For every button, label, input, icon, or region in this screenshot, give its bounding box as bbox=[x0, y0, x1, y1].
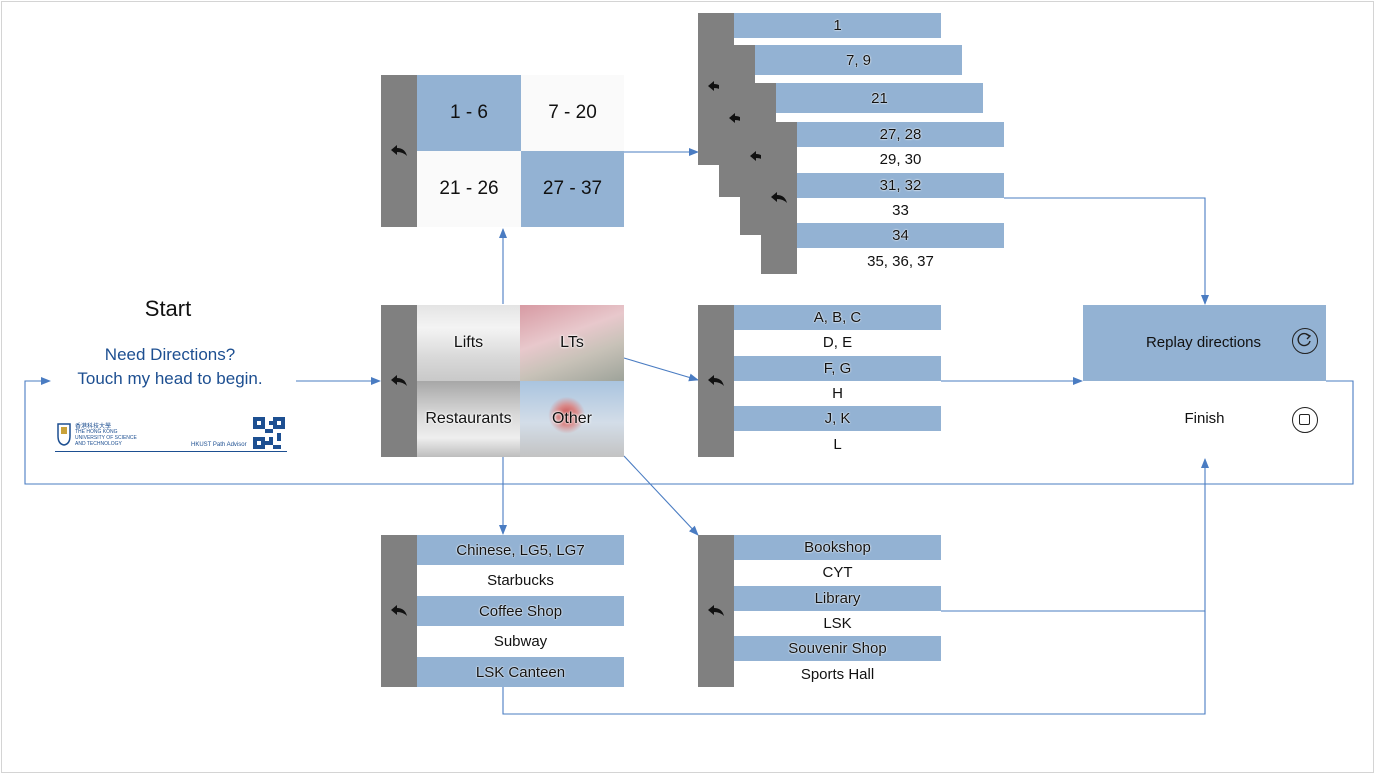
other-option[interactable]: Sports Hall bbox=[800, 666, 875, 683]
restaurant-option[interactable]: Chinese, LG5, LG7 bbox=[417, 535, 624, 565]
back-button[interactable] bbox=[381, 305, 417, 457]
finish-label: Finish bbox=[1184, 410, 1225, 427]
lift-option[interactable]: 1 bbox=[734, 13, 941, 38]
lt-option[interactable]: F, G bbox=[734, 356, 941, 381]
lift-range-7-20[interactable]: 7 - 20 bbox=[521, 75, 624, 151]
lift-option[interactable]: 34 bbox=[797, 223, 1004, 248]
menu-item-other[interactable]: Other bbox=[520, 381, 624, 457]
lt-option[interactable]: H bbox=[832, 385, 843, 402]
lift-range-1-6[interactable]: 1 - 6 bbox=[417, 75, 521, 151]
replay-icon bbox=[1292, 328, 1318, 354]
lift-range-27-37[interactable]: 27 - 37 bbox=[521, 151, 624, 227]
lift-card-2: 7, 9 bbox=[719, 45, 962, 197]
logo-name-line3: AND TECHNOLOGY bbox=[75, 441, 122, 447]
menu-item-lifts-label: Lifts bbox=[453, 334, 484, 351]
finish-button[interactable]: Finish bbox=[1083, 381, 1326, 457]
university-logo-strip: 香港科技大學 THE HONG KONG UNIVERSITY OF SCIEN… bbox=[55, 416, 287, 452]
back-arrow-icon bbox=[771, 192, 787, 203]
lift-option[interactable]: 33 bbox=[892, 202, 909, 219]
back-button[interactable] bbox=[761, 122, 797, 274]
lift-card-4: 27, 28 29, 30 31, 32 33 34 35, 36, 37 bbox=[761, 122, 1004, 274]
back-arrow-icon bbox=[391, 145, 407, 156]
other-option[interactable]: Bookshop bbox=[734, 535, 941, 560]
lift-option[interactable]: 7, 9 bbox=[755, 45, 962, 75]
back-button[interactable] bbox=[381, 75, 417, 227]
other-menu-panel: Bookshop CYT Library LSK Souvenir Shop S… bbox=[698, 535, 941, 687]
other-option[interactable]: Souvenir Shop bbox=[734, 636, 941, 661]
lift-option[interactable]: 31, 32 bbox=[797, 173, 1004, 198]
lt-option[interactable]: D, E bbox=[822, 334, 853, 351]
lts-menu-panel: A, B, C D, E F, G H J, K L bbox=[698, 305, 941, 457]
menu-item-other-label: Other bbox=[551, 410, 592, 427]
replay-directions-label: Replay directions bbox=[1145, 334, 1262, 351]
menu-item-restaurants-label: Restaurants bbox=[425, 410, 512, 427]
other-option[interactable]: Library bbox=[734, 586, 941, 611]
lift-option[interactable]: 29, 30 bbox=[879, 151, 922, 168]
back-arrow-icon bbox=[391, 605, 407, 616]
menu-item-lifts[interactable]: Lifts bbox=[417, 305, 520, 381]
other-option[interactable]: LSK bbox=[823, 615, 852, 632]
restaurant-option[interactable]: LSK Canteen bbox=[417, 657, 624, 687]
logo-name-line1: THE HONG KONG bbox=[75, 429, 118, 435]
lt-option[interactable]: L bbox=[833, 436, 842, 453]
back-arrow-icon bbox=[708, 605, 724, 616]
back-button[interactable] bbox=[698, 535, 734, 687]
back-button[interactable] bbox=[381, 535, 417, 687]
other-option[interactable]: CYT bbox=[822, 564, 853, 581]
lift-option[interactable]: 27, 28 bbox=[797, 122, 1004, 147]
menu-item-lts[interactable]: LTs bbox=[520, 305, 624, 381]
lift-option[interactable]: 21 bbox=[776, 83, 983, 113]
lift-range-21-26[interactable]: 21 - 26 bbox=[417, 151, 521, 227]
logo-product-name: HKUST Path Advisor bbox=[191, 442, 247, 448]
qr-code-icon bbox=[253, 417, 285, 449]
lift-option[interactable]: 35, 36, 37 bbox=[867, 253, 934, 270]
back-arrow-icon bbox=[391, 375, 407, 386]
back-arrow-icon bbox=[708, 375, 724, 386]
start-prompt-line1: Need Directions? bbox=[104, 345, 236, 364]
logo-underline bbox=[55, 451, 287, 452]
replay-directions-button[interactable]: Replay directions bbox=[1083, 305, 1326, 381]
lt-option[interactable]: A, B, C bbox=[734, 305, 941, 330]
menu-item-restaurants[interactable]: Restaurants bbox=[417, 381, 520, 457]
back-arrow-icon bbox=[708, 81, 724, 92]
end-panel: Replay directions Finish bbox=[1083, 305, 1326, 457]
logo-name-line2: UNIVERSITY OF SCIENCE bbox=[75, 435, 137, 441]
restaurants-menu-panel: Chinese, LG5, LG7 Starbucks Coffee Shop … bbox=[381, 535, 624, 687]
back-arrow-icon bbox=[750, 151, 766, 162]
restaurant-option[interactable]: Coffee Shop bbox=[417, 596, 624, 626]
menu-item-lts-label: LTs bbox=[560, 334, 584, 351]
start-prompt-line2[interactable]: Touch my head to begin. bbox=[77, 369, 263, 388]
back-button[interactable] bbox=[698, 305, 734, 457]
lt-option[interactable]: J, K bbox=[734, 406, 941, 431]
lifts-menu-panel: 1 - 6 7 - 20 21 - 26 27 - 37 bbox=[381, 75, 624, 227]
stop-icon bbox=[1292, 407, 1318, 433]
university-crest-icon bbox=[57, 423, 71, 446]
restaurant-option[interactable]: Starbucks bbox=[487, 571, 554, 589]
logo-chinese-name: 香港科技大學 bbox=[75, 424, 112, 430]
restaurant-option[interactable]: Subway bbox=[493, 632, 548, 650]
start-title: Start bbox=[144, 296, 192, 321]
back-arrow-icon bbox=[729, 113, 745, 124]
main-menu-panel: Lifts LTs Restaurants Other bbox=[381, 305, 624, 457]
